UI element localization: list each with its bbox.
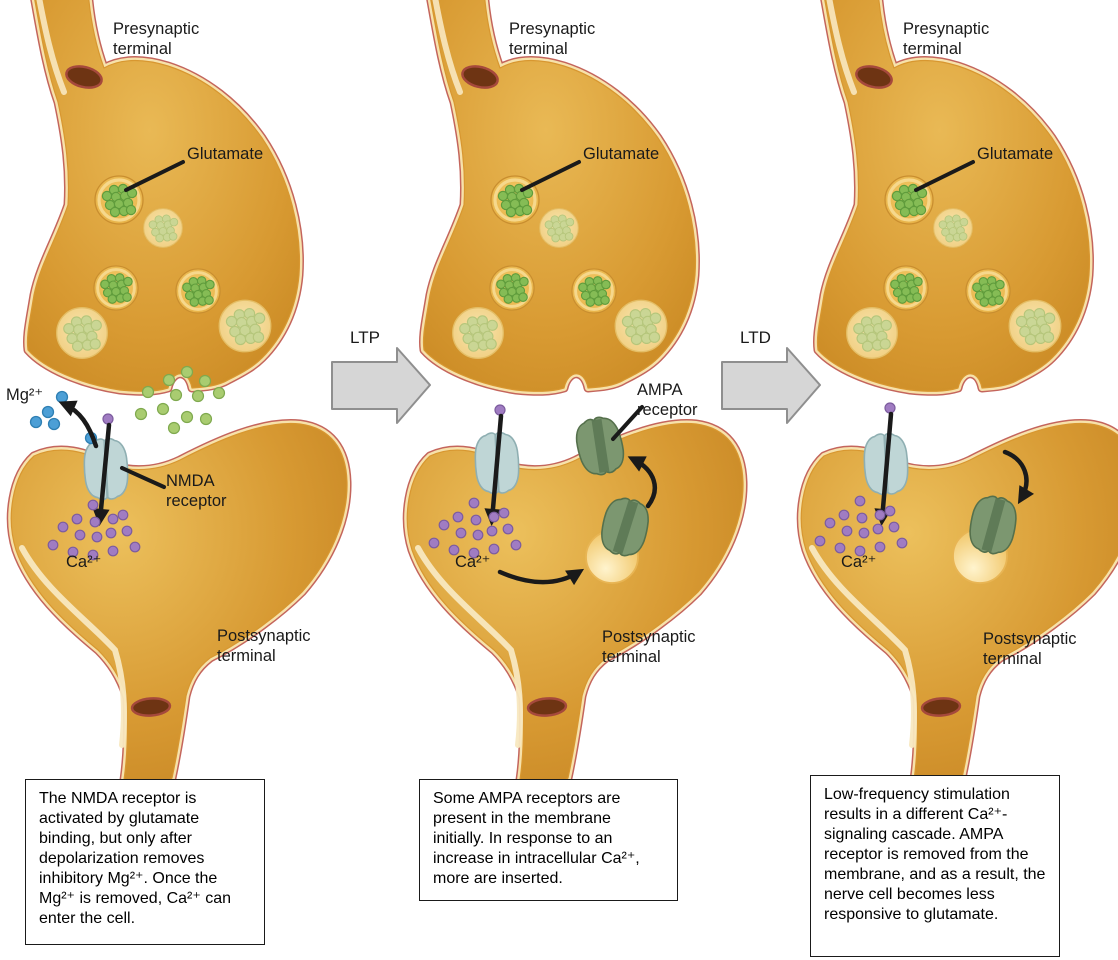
ampa-receptor-label: AMPA receptor	[637, 381, 698, 419]
calcium-ion-label: Ca²⁺	[66, 553, 102, 571]
panel-nmda-activation	[11, 0, 347, 787]
calcium-ion-entering	[494, 404, 506, 416]
mg-removal-arrow	[58, 400, 99, 449]
postsynaptic-terminal	[801, 424, 1118, 788]
postsynaptic-terminal-label: Postsynaptic terminal	[983, 630, 1077, 668]
released-glutamate-ions	[134, 365, 226, 435]
postsynaptic-terminal-label: Postsynaptic terminal	[602, 628, 696, 666]
calcium-ion-label: Ca²⁺	[455, 553, 491, 571]
calcium-ion-entering	[884, 402, 896, 414]
glutamate-label: Glutamate	[187, 145, 264, 163]
ltp-label: LTP	[350, 328, 380, 347]
ca-influx-arrow	[92, 422, 112, 526]
ca-influx-arrow	[874, 411, 894, 526]
panel-ltd	[801, 0, 1118, 787]
ltd-transition-arrow	[721, 347, 821, 424]
ampa-removal-arrow	[1002, 449, 1035, 505]
glutamate-label: Glutamate	[583, 145, 660, 163]
ampa-pointer-line	[611, 405, 644, 441]
panel-ltp	[407, 0, 743, 787]
ltp-transition-arrow	[331, 347, 431, 424]
presynaptic-terminal-label: Presynaptic terminal	[113, 20, 200, 58]
postsynaptic-terminal-label: Postsynaptic terminal	[217, 627, 311, 665]
ltd-label: LTD	[740, 328, 771, 347]
magnesium-ion-label: Mg²⁺	[6, 386, 44, 404]
postsynaptic-terminal	[407, 424, 743, 788]
ampa-insertion-arrow	[627, 456, 658, 509]
nmda-pointer-line	[120, 466, 166, 489]
ca-influx-arrow	[484, 413, 504, 526]
presynaptic-terminal-label: Presynaptic terminal	[903, 20, 990, 58]
calcium-ion-entering	[102, 413, 114, 425]
presynaptic-terminal-label: Presynaptic terminal	[509, 20, 596, 58]
nmda-receptor-label: NMDA receptor	[166, 472, 227, 510]
ltd-caption-box: Low-frequency stimulation results in a d…	[810, 775, 1060, 957]
ltp-caption-box: Some AMPA receptors are present in the m…	[419, 779, 678, 901]
glutamate-label: Glutamate	[977, 145, 1054, 163]
calcium-ion-label: Ca²⁺	[841, 553, 877, 571]
nmda-caption-box: The NMDA receptor is activated by glutam…	[25, 779, 265, 945]
ca-signal-arrow	[497, 568, 585, 586]
magnesium-ions	[29, 390, 99, 449]
